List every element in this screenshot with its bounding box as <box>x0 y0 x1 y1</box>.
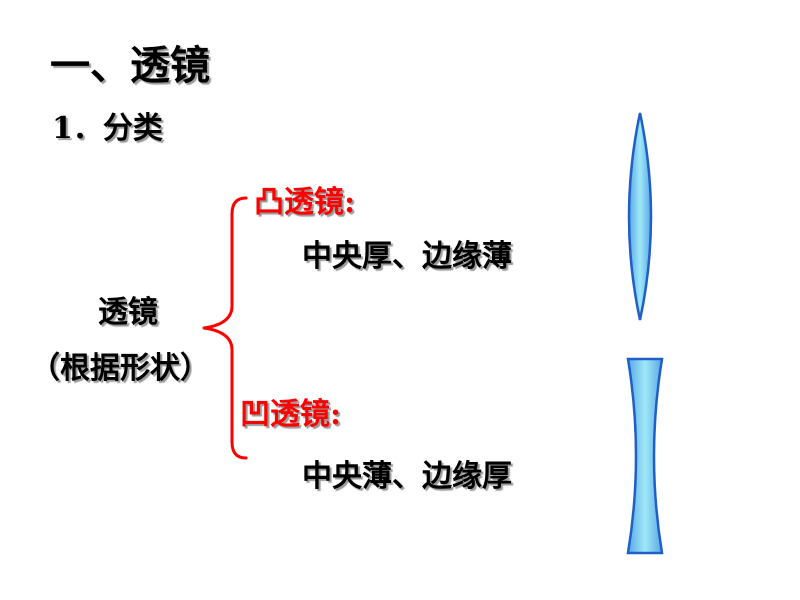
convex-lens-icon <box>627 112 653 321</box>
convex-lens-description: 中央厚、边缘薄 <box>302 239 512 274</box>
lens-label: 透镜 <box>98 295 158 330</box>
concave-lens-title: 凹透镜: <box>240 397 342 432</box>
convex-lens-title: 凸透镜: <box>254 185 356 220</box>
classification-basis: （根据形状） <box>30 351 210 386</box>
curly-brace-icon <box>202 196 248 460</box>
concave-lens-description: 中央薄、边缘厚 <box>302 459 512 494</box>
concave-lens-icon <box>626 357 664 555</box>
page-title: 一、透镜 <box>50 42 210 89</box>
section-heading: 1．分类 <box>52 111 163 146</box>
